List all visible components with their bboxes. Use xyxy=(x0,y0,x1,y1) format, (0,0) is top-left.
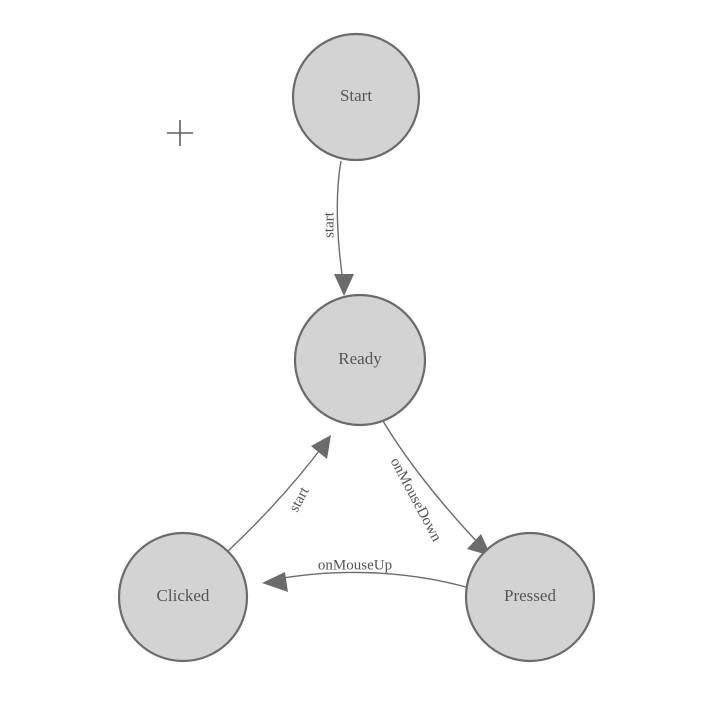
node-pressed[interactable]: Pressed xyxy=(464,531,596,663)
node-label: Pressed xyxy=(504,586,556,605)
edge-line xyxy=(227,442,326,552)
edge-pressed-to-clicked[interactable]: onMouseUp xyxy=(262,557,467,592)
edge-line xyxy=(271,571,467,588)
edge-label-start: start xyxy=(321,211,337,238)
edge-label-start-return: start xyxy=(286,484,313,515)
node-start[interactable]: Start xyxy=(291,32,421,162)
edge-start-to-ready[interactable]: start xyxy=(321,160,354,296)
node-label: Ready xyxy=(338,349,382,368)
node-shape xyxy=(293,293,427,427)
arrowhead-icon xyxy=(334,274,354,296)
edge-line xyxy=(336,160,345,289)
arrowhead-icon xyxy=(262,572,288,592)
node-shape xyxy=(464,531,596,663)
edge-line xyxy=(382,420,485,550)
edge-clicked-to-ready[interactable]: start xyxy=(227,435,331,552)
node-ready[interactable]: Ready xyxy=(293,293,427,427)
crosshair-marker-icon xyxy=(167,120,193,146)
edge-ready-to-pressed[interactable]: onMouseDown xyxy=(382,420,491,556)
arrowhead-icon xyxy=(311,435,331,459)
node-label: Start xyxy=(340,86,372,105)
edge-label-onmouseup: onMouseUp xyxy=(318,557,392,573)
node-clicked[interactable]: Clicked xyxy=(117,531,249,663)
node-shape xyxy=(291,32,421,162)
node-label: Clicked xyxy=(157,586,210,605)
nodes-layer: Start Ready Clicked Pressed xyxy=(117,32,596,663)
node-shape xyxy=(117,531,249,663)
